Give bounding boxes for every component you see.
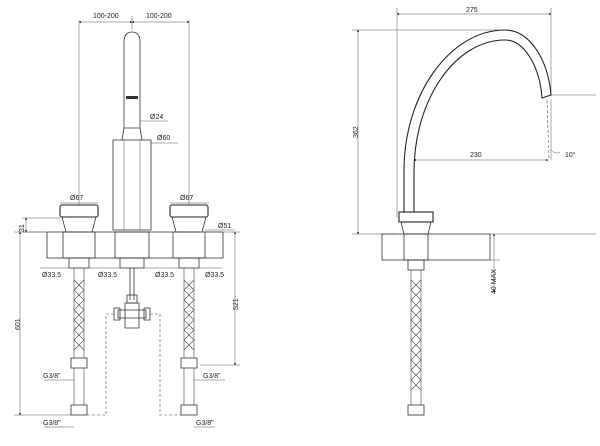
dim-shank-right-a: Ø33.5: [155, 272, 174, 279]
dim-spout-dia: Ø24: [150, 114, 163, 121]
shanks: Ø33.5 Ø33.5 Ø33.5 Ø33.5: [40, 257, 224, 279]
central-spout: Ø24 Ø60: [112, 31, 178, 231]
conn-right-upper: G3/8": [203, 373, 221, 380]
dim-height: 362: [352, 29, 500, 235]
dim-spacing: 100-200 100-200: [78, 13, 190, 205]
dim-shank-left-a: Ø33.5: [42, 272, 61, 279]
side-deck: [381, 233, 596, 261]
dim-spout-reach: 230: [413, 152, 549, 162]
dim-shank-right-b: Ø33.5: [205, 272, 224, 279]
dim-hole-dia: Ø51: [218, 223, 231, 230]
swan-spout: [403, 29, 552, 212]
dim-max-deck: 40 MAX: [490, 233, 500, 294]
aerator-mark: [126, 96, 138, 99]
dim-max-deck-label: 40 MAX: [491, 269, 498, 294]
dim-hose-length: 521: [200, 231, 240, 366]
deck-section: 31 Ø51: [19, 217, 235, 259]
conn-right-lower: G3/8": [196, 420, 214, 427]
dim-handle-right-dia: Ø67: [180, 195, 193, 202]
dim-height-label: 362: [353, 126, 360, 138]
right-handle: Ø67: [169, 195, 209, 233]
central-tee: [79, 268, 189, 416]
side-view: 275 362 230 10°: [352, 7, 596, 416]
left-hose: G3/8" G3/8": [43, 268, 88, 428]
dim-deck-thickness: 31: [19, 224, 26, 232]
front-view: 100-200 100-200 Ø24 Ø60 Ø67: [14, 13, 240, 428]
dim-hose-length-label: 521: [233, 298, 240, 310]
dim-body-dia: Ø60: [157, 135, 170, 142]
dim-spout-reach-label: 230: [470, 152, 482, 159]
dim-shank-left-b: Ø33.5: [98, 272, 117, 279]
dim-total-height: 601: [14, 231, 71, 416]
conn-left-upper: G3/8": [43, 373, 61, 380]
side-hose: [407, 259, 425, 416]
dim-spacing-left: 100-200: [93, 13, 119, 20]
dim-reach-label: 275: [466, 7, 478, 14]
dim-handle-left-dia: Ø67: [70, 195, 83, 202]
dim-reach: 275: [396, 7, 552, 218]
dim-spacing-right: 100-200: [146, 13, 172, 20]
left-handle: Ø67: [59, 195, 99, 233]
side-base: [398, 211, 434, 235]
dim-total-height-label: 601: [15, 318, 22, 330]
conn-left-lower: G3/8": [43, 420, 61, 427]
right-hose: G3/8" G3/8": [180, 268, 225, 428]
dim-angle-label: 10°: [565, 151, 576, 159]
dim-angle: 10°: [550, 149, 576, 159]
